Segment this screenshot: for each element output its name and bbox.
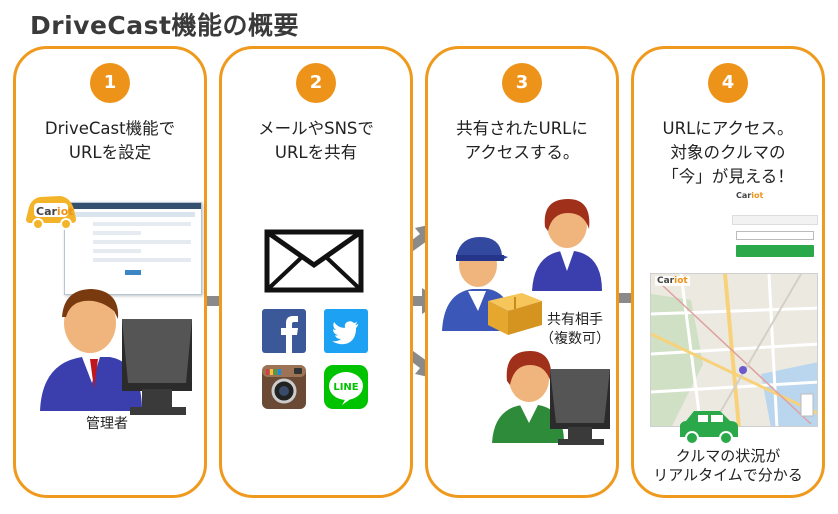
line-icon: LINE <box>324 365 368 409</box>
ok-button[interactable] <box>736 245 814 257</box>
recipients-caption: 共有相手 （複数可） <box>540 312 610 347</box>
instagram-icon <box>262 365 306 409</box>
mail-icon <box>264 229 364 293</box>
password-input[interactable] <box>736 231 814 240</box>
step-description: DriveCast機能で URLを設定 <box>44 119 176 162</box>
cariot-logo-text: Cariot <box>36 205 74 218</box>
recipient-at-computer-icon <box>492 351 610 445</box>
delivery-recipient-icon <box>442 237 542 335</box>
login-header-bar <box>732 215 818 225</box>
step-number-badge: 3 <box>502 63 542 103</box>
page-title: DriveCast機能の概要 <box>30 11 299 40</box>
step-1-panel: 1 DriveCast機能で URLを設定 Cariot <box>13 46 207 498</box>
step-4-panel: 4 URLにアクセス。 対象のクルマの 「今」が見える！ Cariot <box>631 46 825 498</box>
step-number-badge: 2 <box>296 63 336 103</box>
cariot-map-logo: Cariot <box>655 276 690 286</box>
step-number-badge: 1 <box>90 63 130 103</box>
realtime-caption: クルマの状況が リアルタイムで分かる <box>653 447 803 484</box>
admin-caption: 管理者 <box>86 416 128 432</box>
facebook-icon <box>262 309 306 353</box>
access-login-screen: Cariot <box>732 191 818 265</box>
line-icon-label: LINE <box>333 382 358 393</box>
green-car-icon <box>680 411 738 445</box>
twitter-icon <box>324 309 368 353</box>
female-recipient-icon <box>532 199 602 291</box>
cariot-logo-text: Cariot <box>736 191 764 200</box>
step-number-badge: 4 <box>708 63 748 103</box>
step-3-panel: 3 共有されたURLに アクセスする。 共有相手 （複数可） <box>425 46 619 498</box>
step-description: 共有されたURLに アクセスする。 <box>456 119 588 162</box>
step-description: URLにアクセス。 対象のクルマの 「今」が見える！ <box>662 119 794 186</box>
step-description: メールやSNSで URLを共有 <box>258 119 374 162</box>
admin-person-at-computer-icon <box>40 289 192 415</box>
drivecast-settings-screenshot <box>64 202 202 295</box>
cariot-car-logo-icon <box>26 196 76 230</box>
map-streets-graphic <box>651 274 817 426</box>
step-2-panel: 2 メールやSNSで URLを共有 LINE <box>219 46 413 498</box>
vehicle-location-map: Cariot <box>650 273 818 427</box>
